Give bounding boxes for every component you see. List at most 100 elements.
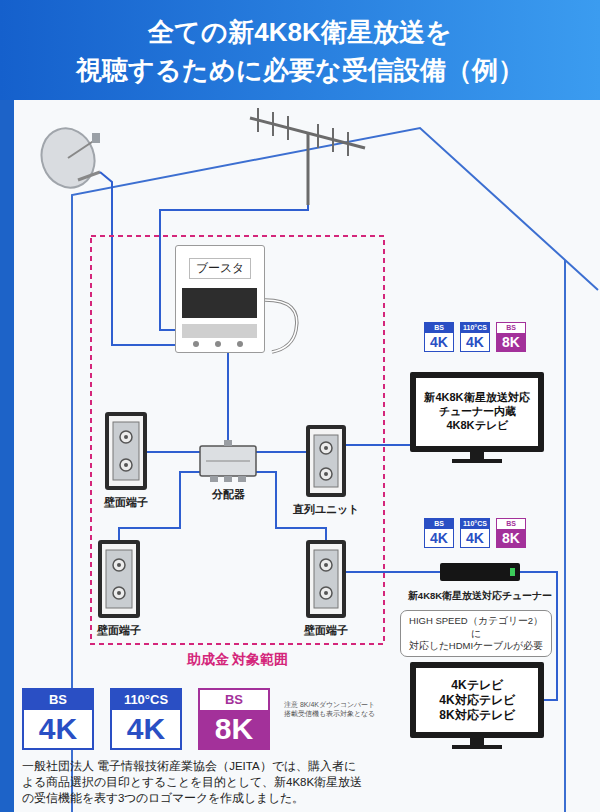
booster-box: ブースタ	[175, 245, 265, 353]
logo-mark: BS4K	[424, 518, 454, 548]
splitter-box: 分配器	[200, 440, 256, 482]
cable-connector	[346, 444, 410, 446]
dish-arm	[68, 140, 95, 158]
logo-text: 4K	[466, 531, 484, 545]
tuner-led	[510, 568, 515, 576]
outlet-pin	[117, 591, 121, 595]
uhf-antenna	[250, 108, 365, 205]
wall-outlet: 壁面端子	[98, 540, 140, 618]
outlet-port	[320, 559, 332, 571]
tv-stand-base	[452, 459, 502, 463]
tv-set: 新4K8K衛星放送対応 チューナー内蔵 4K8Kテレビ	[410, 372, 544, 452]
booster-port	[237, 341, 243, 347]
logo-band: 110°CS	[112, 690, 180, 710]
outlet-pin	[124, 463, 128, 467]
logo-text: 4K	[39, 714, 77, 744]
part-label: 新4K8K衛星放送対応チューナー	[408, 590, 552, 601]
splitter-port	[210, 476, 218, 482]
outlet-port	[320, 468, 332, 480]
logo-text: BS	[434, 324, 444, 331]
part-label: 壁面端子	[104, 496, 148, 508]
logo-mark: BS 8K	[198, 688, 270, 750]
house-outline	[72, 128, 598, 812]
unit-art	[306, 425, 346, 497]
text-holder: ブースタ	[176, 246, 264, 279]
power-cord-core	[265, 300, 297, 352]
outlet-pin	[124, 435, 128, 439]
outlet-art	[306, 540, 346, 618]
logo-band: BS	[425, 323, 453, 333]
logo-band: 4K	[24, 710, 92, 748]
outlet-pin	[324, 591, 328, 595]
caption-holder: 新4K8K衛星放送対応チューナー	[408, 585, 552, 603]
cable-connector	[227, 353, 229, 440]
outlet-plate	[109, 416, 143, 486]
antenna-mast	[307, 133, 310, 205]
logo-text: 8K	[502, 531, 520, 545]
footnote-text: 一般社団法人 電子情報技術産業協会（JEITA）では、購入者に よる商品選択の目…	[22, 758, 410, 806]
splitter-port	[238, 476, 246, 482]
cable-connector	[147, 451, 200, 453]
outlet-plate	[310, 544, 342, 614]
logo-mark: 110°CS4K	[110, 688, 182, 750]
logo-band: 4K	[425, 529, 453, 547]
antenna-element	[287, 116, 289, 140]
outlet-port	[113, 587, 125, 599]
tv-set: 4Kテレビ 4K対応テレビ 8K対応テレビ	[410, 662, 544, 738]
region-label: 助成金 対象範囲	[187, 651, 289, 667]
outlet-port	[320, 587, 332, 599]
title-band	[0, 0, 600, 100]
booster-port	[215, 341, 221, 347]
outlet-art	[98, 540, 140, 618]
logo-band: BS	[497, 519, 525, 529]
series-unit: 直列ユニット	[306, 425, 346, 497]
logo-text: BS	[506, 324, 516, 331]
antenna-element	[347, 132, 349, 156]
part-label: 分配器	[212, 488, 245, 500]
logo-text: 110°CS	[463, 520, 487, 527]
part-label: 直列ユニット	[293, 503, 359, 515]
logo-band: BS	[200, 690, 268, 710]
dish-cable	[100, 172, 175, 345]
logo-band: BS	[425, 519, 453, 529]
splitter-ridge	[206, 461, 250, 462]
outlet-frame	[314, 550, 338, 608]
logo-mark: BS 4K	[424, 322, 454, 352]
wall-outlet: 壁面端子	[306, 540, 346, 618]
caption-holder: 直列ユニット	[293, 499, 359, 517]
logo-text: 4K	[466, 335, 484, 349]
outlet-port	[320, 442, 332, 454]
caption-holder: 壁面端子	[304, 620, 348, 638]
caption-holder: 壁面端子	[104, 492, 148, 510]
logo-text: 8K	[215, 714, 253, 744]
logo-band: BS	[24, 690, 92, 710]
outlet-body	[306, 425, 346, 497]
outlet-pin	[117, 563, 121, 567]
logo-band: 8K	[200, 710, 268, 748]
logo-band: 4K	[461, 529, 489, 547]
logo-mark: 110°CS 4K	[460, 518, 490, 548]
logo-text: 110°CS	[463, 324, 487, 331]
label-holder: 一般社団法人 電子情報技術産業協会（JEITA）では、購入者に よる商品選択の目…	[22, 758, 410, 806]
antenna-element	[257, 108, 259, 132]
outlet-body	[306, 540, 346, 618]
booster-strip	[182, 324, 257, 338]
logo-band: 4K	[425, 333, 453, 351]
note-text: HIGH SPEED（カテゴリー2）に 対応したHDMIケーブルが必要	[405, 615, 547, 652]
caption-holder: 分配器	[212, 484, 245, 502]
title-block: 全ての新4K8K衛星放送を 視聴するために必要な受信設備（例）	[20, 14, 580, 89]
logo-mark: BS 8K	[496, 518, 526, 548]
dashed-border	[91, 236, 384, 644]
label-holder: 注意 8K/4Kダウンコンバート 搭載受信機も表示対象となる	[284, 700, 384, 718]
antenna-element	[317, 124, 319, 148]
logo-mark: BS8K	[496, 322, 526, 352]
satellite-dish	[33, 121, 102, 195]
logo-band: 110°CS	[461, 323, 489, 333]
outlet-pin	[324, 472, 328, 476]
splitter-port	[224, 476, 232, 482]
dish-lnb	[92, 133, 100, 143]
logo-text: BS	[506, 520, 516, 527]
caption-holder: 壁面端子	[97, 620, 141, 638]
